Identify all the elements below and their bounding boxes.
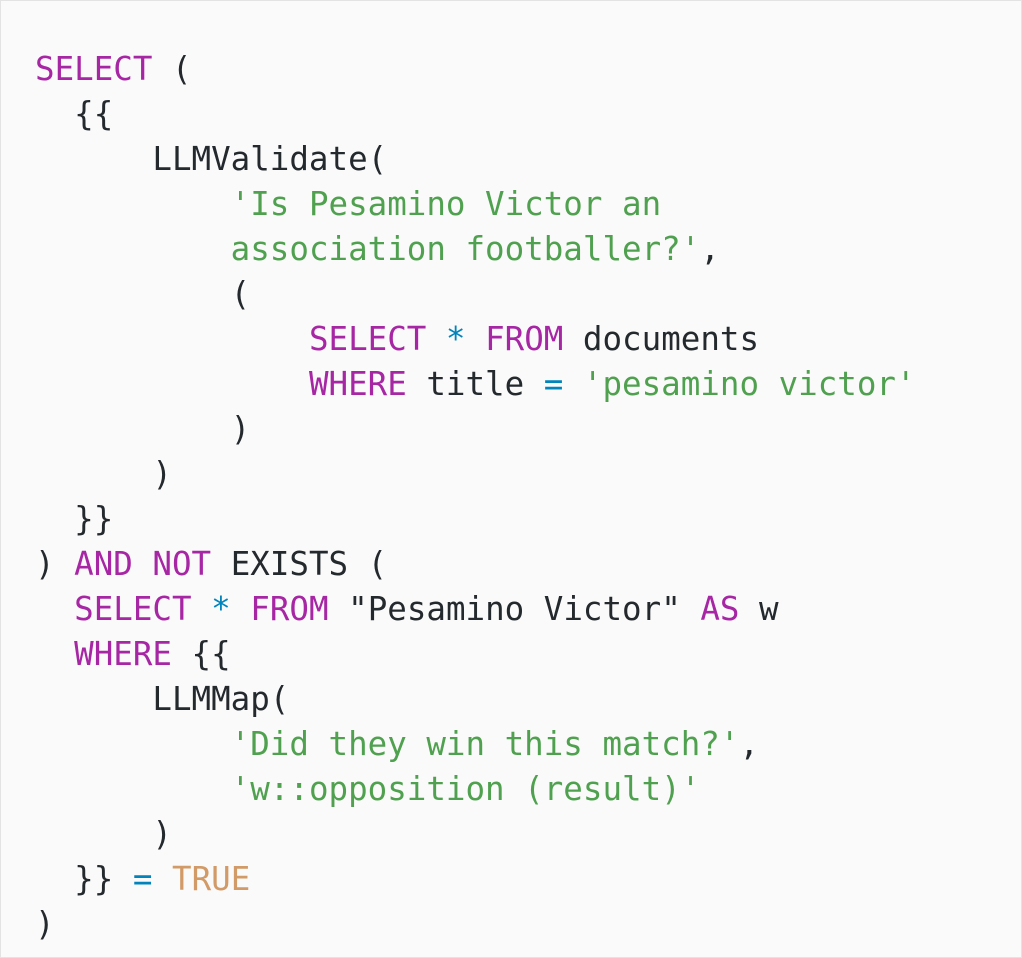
keyword-token: SELECT — [308, 320, 427, 358]
string-token: 'pesamino victor' — [582, 365, 916, 403]
code-token: ) — [35, 455, 172, 493]
code-line: LLMValidate( — [35, 137, 916, 182]
sql-code-block: SELECT ( {{ LLMValidate( 'Is Pesamino Vi… — [35, 47, 916, 947]
code-token: w — [739, 590, 779, 628]
code-line: 'Did they win this match?', — [35, 722, 916, 767]
code-token: title — [406, 365, 544, 403]
code-line: SELECT ( — [35, 47, 916, 92]
code-token: }} — [35, 860, 133, 898]
code-token: ( — [152, 50, 192, 88]
code-line: 'w::opposition (result)' — [35, 767, 916, 812]
keyword-token: AS — [700, 590, 740, 628]
keyword-token: WHERE — [308, 365, 407, 403]
code-token: ) — [35, 905, 55, 943]
code-line: ) — [35, 452, 916, 497]
code-line: ) — [35, 812, 916, 857]
code-line: ) AND NOT EXISTS ( — [35, 542, 916, 587]
code-token — [192, 590, 212, 628]
code-line: }} — [35, 497, 916, 542]
code-line: ) — [35, 902, 916, 947]
code-line: WHERE {{ — [35, 632, 916, 677]
code-token — [35, 635, 74, 673]
code-token — [152, 860, 172, 898]
boolean-token: TRUE — [172, 860, 251, 898]
code-token: , — [739, 725, 759, 763]
code-line: {{ — [35, 92, 916, 137]
code-token: "Pesamino Victor" — [328, 590, 701, 628]
code-token — [35, 230, 231, 268]
code-line: SELECT * FROM documents — [35, 317, 916, 362]
code-token: EXISTS ( — [211, 545, 388, 583]
code-token — [231, 590, 251, 628]
string-token: association footballer?' — [230, 230, 701, 268]
string-token: 'w::opposition (result)' — [230, 770, 701, 808]
code-line: ( — [35, 272, 916, 317]
code-line: }} = TRUE — [35, 857, 916, 902]
keyword-token: SELECT — [74, 590, 192, 628]
code-token: , — [700, 230, 720, 268]
code-token: ) — [35, 410, 251, 448]
code-token: {{ — [171, 635, 231, 673]
code-token — [133, 545, 153, 583]
code-token — [35, 185, 231, 223]
keyword-token: NOT — [152, 545, 212, 583]
string-token: 'Did they win this match?' — [230, 725, 740, 763]
keyword-token: FROM — [485, 320, 564, 358]
code-line: SELECT * FROM "Pesamino Victor" AS w — [35, 587, 916, 632]
code-line: WHERE title = 'pesamino victor' — [35, 362, 916, 407]
code-token — [35, 770, 231, 808]
code-line: ) — [35, 407, 916, 452]
code-token: {{ — [35, 95, 114, 133]
keyword-token: AND — [74, 545, 133, 583]
code-token — [35, 365, 309, 403]
code-line: 'Is Pesamino Victor an — [35, 182, 916, 227]
code-token — [35, 590, 74, 628]
keyword-token: WHERE — [74, 635, 172, 673]
code-token — [426, 320, 446, 358]
code-token: ( — [35, 275, 251, 313]
string-token: 'Is Pesamino Victor an — [230, 185, 662, 223]
code-token: documents — [563, 320, 760, 358]
code-token — [35, 725, 231, 763]
code-token: ) — [35, 545, 75, 583]
operator-token: = — [543, 365, 564, 403]
code-line: association footballer?', — [35, 227, 916, 272]
code-token — [466, 320, 486, 358]
operator-token: = — [132, 860, 153, 898]
code-token — [563, 365, 583, 403]
operator-token: * — [211, 590, 231, 628]
code-line: LLMMap( — [35, 677, 916, 722]
code-token: }} — [35, 500, 114, 538]
operator-token: * — [445, 320, 466, 358]
code-token: LLMMap( — [35, 680, 290, 718]
keyword-token: SELECT — [35, 50, 153, 88]
keyword-token: FROM — [250, 590, 329, 628]
code-token: ) — [35, 815, 172, 853]
code-token: LLMValidate( — [35, 140, 388, 178]
code-token — [35, 320, 309, 358]
